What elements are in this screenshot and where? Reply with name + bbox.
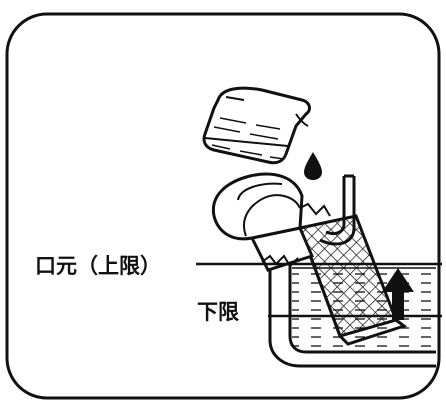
upper-limit-label: 口元（上限） (34, 254, 162, 278)
measuring-cup-icon (202, 86, 311, 165)
up-arrow-icon (382, 268, 414, 320)
vent-tube (319, 174, 356, 246)
water-drop-icon (304, 152, 322, 180)
bottle (211, 172, 408, 346)
lower-limit-label: 下限 (196, 300, 240, 324)
